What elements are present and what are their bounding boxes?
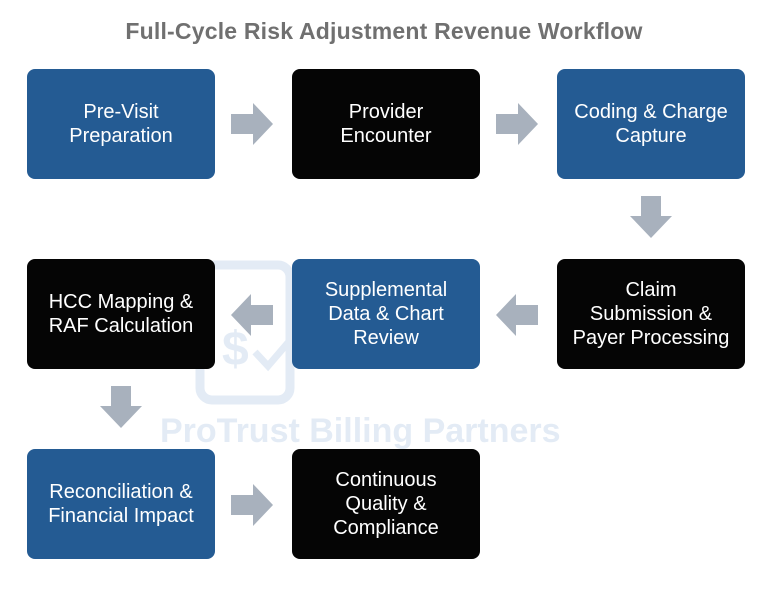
watermark-company: ProTrust Billing Partners	[160, 412, 561, 450]
step-hcc-mapping-raf: HCC Mapping & RAF Calculation	[27, 259, 215, 369]
step-reconciliation-financial-impact: Reconciliation & Financial Impact	[27, 449, 215, 559]
arrow-left-icon	[496, 294, 538, 336]
arrow-right-icon	[496, 103, 538, 145]
step-provider-encounter: Provider Encounter	[292, 69, 480, 179]
arrow-right-icon	[231, 484, 273, 526]
step-continuous-quality-compliance: Continuous Quality & Compliance	[292, 449, 480, 559]
diagram-title: Full-Cycle Risk Adjustment Revenue Workf…	[125, 18, 643, 44]
step-coding-charge-capture: Coding & Charge Capture	[557, 69, 745, 179]
arrow-right-icon	[231, 103, 273, 145]
arrow-down-icon	[630, 196, 672, 238]
arrow-down-icon	[100, 386, 142, 428]
step-pre-visit-preparation: Pre-Visit Preparation	[27, 69, 215, 179]
step-supplemental-data-review: Supplemental Data & Chart Review	[292, 259, 480, 369]
step-claim-submission: Claim Submission & Payer Processing	[557, 259, 745, 369]
arrow-left-icon	[231, 294, 273, 336]
